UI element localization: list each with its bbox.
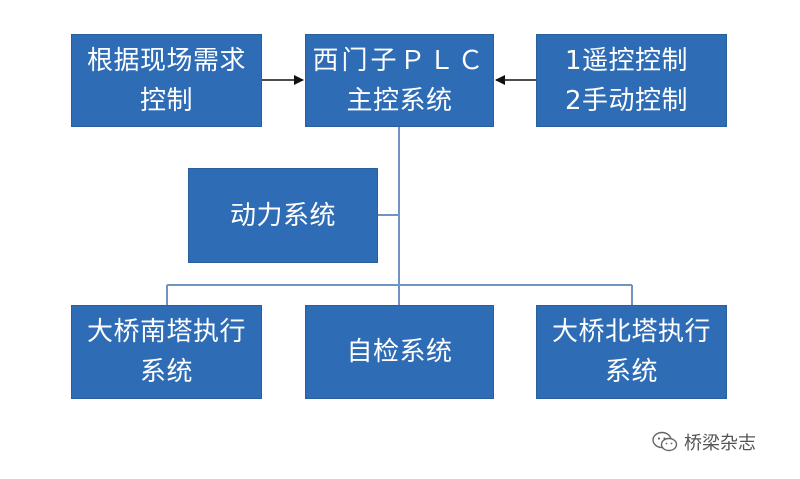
- node-plc-main-control: 西门子ＰＬＣ 主控系统: [305, 34, 494, 127]
- wechat-icon: [652, 431, 678, 452]
- node-self-check-system: 自检系统: [305, 305, 494, 399]
- node-north-line-1: 大桥北塔执行: [551, 317, 711, 347]
- node-site-demand: 根据现场需求 控制: [71, 34, 262, 127]
- node-plc-line-2: 主控系统: [346, 85, 453, 116]
- node-north-tower-execution: 大桥北塔执行 系统: [536, 305, 727, 399]
- node-site-demand-line-2: 控制: [139, 85, 193, 116]
- node-north-line-2: 系统: [604, 357, 658, 387]
- watermark: 桥梁杂志: [652, 428, 756, 456]
- node-plc-line-1: 西门子ＰＬＣ: [312, 45, 487, 76]
- node-remote-line-2: 2手动控制: [565, 85, 689, 116]
- node-power-line-1: 动力系统: [229, 200, 336, 231]
- node-south-line-2: 系统: [139, 357, 193, 387]
- node-site-demand-line-1: 根据现场需求: [86, 45, 246, 76]
- node-south-line-1: 大桥南塔执行: [86, 317, 246, 347]
- node-selfcheck-line-1: 自检系统: [346, 337, 453, 367]
- node-remote-manual-control: 1遥控控制 2手动控制: [536, 34, 727, 127]
- watermark-text: 桥梁杂志: [684, 433, 756, 454]
- node-remote-line-1: 1遥控控制: [565, 45, 689, 76]
- node-power-system: 动力系统: [188, 168, 378, 263]
- node-south-tower-execution: 大桥南塔执行 系统: [71, 305, 262, 399]
